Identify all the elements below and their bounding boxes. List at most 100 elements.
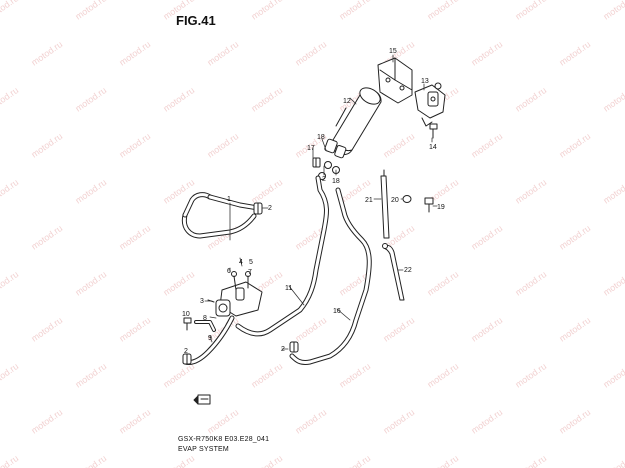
watermark-text: motod.ru — [381, 131, 416, 160]
watermark-text: motod.ru — [73, 269, 108, 298]
watermark-text: motod.ru — [601, 0, 625, 22]
callout-11: 11 — [285, 285, 292, 292]
clamp-2-left — [182, 353, 192, 365]
watermark-text: motod.ru — [469, 131, 504, 160]
watermark-text: motod.ru — [0, 177, 20, 206]
watermark-text: motod.ru — [293, 407, 328, 436]
watermark-text: motod.ru — [161, 361, 196, 390]
bracket-15 — [377, 57, 413, 104]
callout-18-bottom: 18 — [332, 178, 340, 185]
leader-lines — [204, 54, 438, 350]
watermark-text: motod.ru — [513, 361, 548, 390]
watermark-text: motod.ru — [425, 269, 460, 298]
figure-name: EVAP SYSTEM — [178, 446, 229, 453]
watermark-text: motod.ru — [513, 453, 548, 468]
watermark-text: motod.ru — [161, 269, 196, 298]
watermark-text: motod.ru — [469, 315, 504, 344]
grommet-20 — [402, 195, 412, 203]
clamp-2-lower — [289, 341, 299, 353]
watermark-text: motod.ru — [469, 39, 504, 68]
callout-5: 5 — [249, 259, 253, 266]
bolt-10 — [183, 317, 192, 331]
bolt-19 — [424, 197, 434, 213]
watermark-text: motod.ru — [557, 131, 592, 160]
watermark-text: motod.ru — [73, 177, 108, 206]
watermark-text: motod.ru — [513, 85, 548, 114]
callout-12: 12 — [343, 98, 351, 105]
watermark-text: motod.ru — [381, 315, 416, 344]
callout-15: 15 — [389, 48, 397, 55]
callout-labels: 1 2 2 2 2 3 4 5 6 7 8 9 10 11 12 13 14 1… — [182, 48, 445, 355]
watermark-text: motod.ru — [425, 453, 460, 468]
bracket-13 — [414, 82, 446, 127]
callout-14: 14 — [429, 144, 437, 151]
watermark-text: motod.ru — [249, 0, 284, 22]
watermark-text: motod.ru — [601, 177, 625, 206]
watermark-text: motod.ru — [117, 131, 152, 160]
figure-code: GSX-R750K8 E03.E28_041 — [178, 436, 270, 443]
watermark-text: motod.ru — [601, 85, 625, 114]
callout-4: 4 — [239, 259, 243, 266]
watermark-text: motod.ru — [73, 85, 108, 114]
watermark-text: motod.ru — [249, 361, 284, 390]
callout-3: 3 — [200, 298, 204, 305]
bolt-14 — [429, 123, 438, 139]
watermark-text: motod.ru — [557, 223, 592, 252]
watermark-text: motod.ru — [249, 453, 284, 468]
callout-2-left: 2 — [184, 348, 188, 355]
clamp-2-upper — [253, 202, 263, 215]
watermark-text: motod.ru — [0, 453, 20, 468]
watermark-text: motod.ru — [293, 315, 328, 344]
callout-20: 20 — [391, 197, 399, 204]
watermark-text: motod.ru — [205, 223, 240, 252]
callout-10: 10 — [182, 311, 190, 318]
callout-21: 21 — [365, 197, 373, 204]
watermark-text: motod.ru — [557, 315, 592, 344]
callout-1: 1 — [227, 196, 231, 203]
watermark-text: motod.ru — [0, 361, 20, 390]
canister-12 — [324, 87, 382, 159]
callout-9: 9 — [208, 335, 212, 342]
fitting-17 — [312, 157, 321, 168]
watermark-text: motod.ru — [205, 131, 240, 160]
callout-22: 22 — [404, 267, 412, 274]
watermark-text: motod.ru — [161, 85, 196, 114]
watermark-text: motod.ru — [601, 453, 625, 468]
watermark-text: motod.ru — [513, 177, 548, 206]
callout-17: 17 — [307, 145, 315, 152]
watermark-text: motod.ru — [337, 453, 372, 468]
watermark-text: motod.ru — [73, 361, 108, 390]
callout-13: 13 — [421, 78, 429, 85]
watermark-text: motod.ru — [205, 407, 240, 436]
rod-22 — [382, 243, 405, 301]
callout-7: 7 — [248, 269, 252, 276]
watermark-text: motod.ru — [73, 0, 108, 22]
watermark-text: motod.ru — [513, 269, 548, 298]
callout-19: 19 — [437, 204, 445, 211]
callout-2-upper: 2 — [268, 205, 272, 212]
watermark-text: motod.ru — [0, 269, 20, 298]
callout-2-canister: 2 — [322, 176, 326, 183]
watermark-text: motod.ru — [425, 0, 460, 22]
watermark-text: motod.ru — [0, 0, 20, 22]
watermark-text: motod.ru — [29, 223, 64, 252]
forward-arrow-icon — [193, 394, 211, 405]
watermark-text: motod.ru — [469, 407, 504, 436]
hose-1 — [181, 192, 261, 239]
hose-11 — [235, 175, 329, 337]
watermark-text: motod.ru — [381, 407, 416, 436]
watermark-text: motod.ru — [117, 39, 152, 68]
watermark-text: motod.ru — [29, 131, 64, 160]
callout-16: 16 — [333, 308, 341, 315]
watermark-text: motod.ru — [557, 39, 592, 68]
figure-title: FIG.41 — [176, 13, 216, 28]
hose-16 — [289, 187, 372, 365]
callout-18-top: 18 — [317, 134, 325, 141]
callout-8: 8 — [203, 315, 207, 322]
valve-assembly — [207, 271, 263, 317]
watermark-text: motod.ru — [0, 85, 20, 114]
watermark-text: motod.ru — [73, 453, 108, 468]
watermark-text: motod.ru — [249, 177, 284, 206]
callout-2-lower: 2 — [281, 346, 285, 353]
